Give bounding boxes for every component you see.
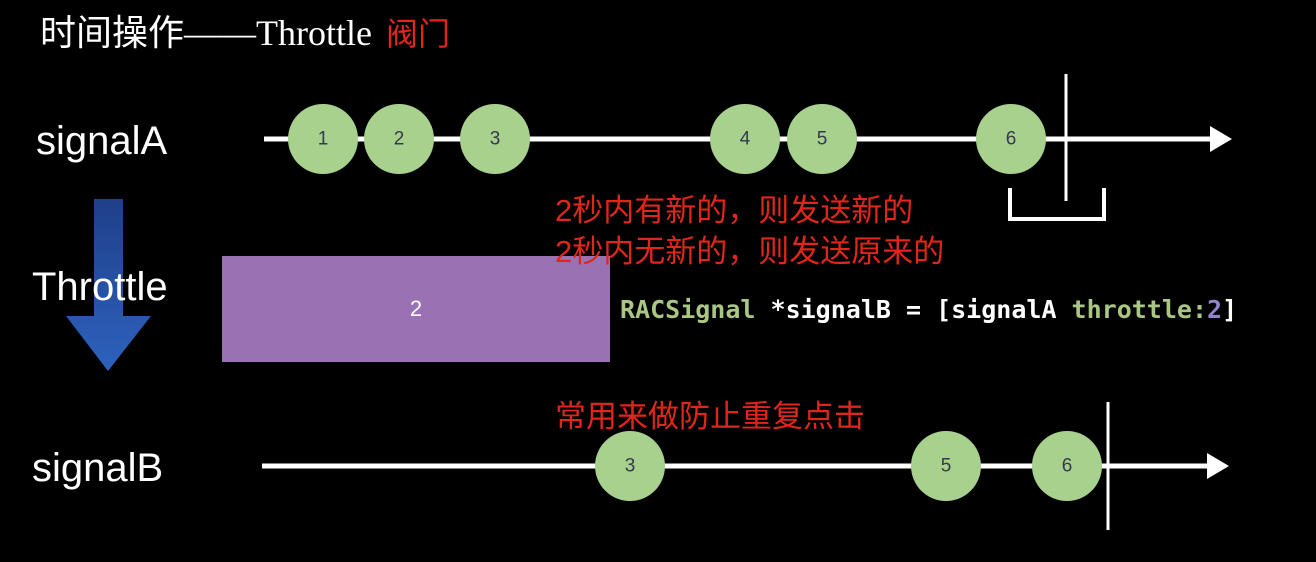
marble-b: 5: [911, 431, 981, 501]
code-method: throttle:: [1071, 295, 1208, 324]
svg-text:3: 3: [625, 456, 636, 477]
signal-b-arrowhead: [1207, 453, 1229, 479]
code-snippet: RACSignal *signalB = [signalA throttle:2…: [620, 292, 1237, 328]
marble-b: 3: [595, 431, 665, 501]
marble-a: 1: [288, 104, 358, 174]
note-use-case: 常用来做防止重复点击: [555, 399, 865, 434]
svg-text:6: 6: [1006, 129, 1017, 150]
svg-text:6: 6: [1062, 456, 1073, 477]
code-close: ]: [1222, 295, 1238, 324]
marble-b: 6: [1032, 431, 1102, 501]
signal-b-label: signalB: [32, 446, 164, 490]
svg-text:4: 4: [740, 129, 751, 150]
time-window-bracket: [1008, 188, 1106, 221]
note-none-within-window: 2秒内无新的，则发送原来的: [555, 234, 945, 269]
code-type: RACSignal: [620, 295, 756, 324]
marble-a: 3: [460, 104, 530, 174]
svg-text:5: 5: [817, 129, 828, 150]
svg-text:5: 5: [941, 456, 952, 477]
down-arrow-icon: [66, 199, 151, 371]
throttle-window-box: 2: [222, 256, 610, 362]
marble-a: 5: [787, 104, 857, 174]
signal-a-label: signalA: [36, 119, 168, 163]
svg-text:2: 2: [394, 129, 405, 150]
signal-a-arrowhead: [1210, 126, 1232, 152]
signal-b-marbles: 3 5 6: [595, 431, 1102, 501]
note-new-within-window: 2秒内有新的，则发送新的: [555, 193, 914, 228]
code-arg: 2: [1207, 295, 1223, 324]
throttle-window-label: 2: [409, 296, 423, 321]
marble-a: 2: [364, 104, 434, 174]
signal-a-marbles: 1 2 3 4 5 6: [288, 104, 1046, 174]
title-main: 时间操作——Throttle: [40, 13, 372, 53]
svg-text:1: 1: [318, 129, 329, 150]
marble-a: 6: [976, 104, 1046, 174]
svg-text:3: 3: [490, 129, 501, 150]
code-middle: *signalB = [signalA: [755, 295, 1072, 324]
page-title: 时间操作——Throttle 阀门: [40, 8, 450, 58]
title-sub: 阀门: [385, 16, 450, 52]
marble-a: 4: [710, 104, 780, 174]
throttle-label: Throttle: [32, 265, 168, 309]
